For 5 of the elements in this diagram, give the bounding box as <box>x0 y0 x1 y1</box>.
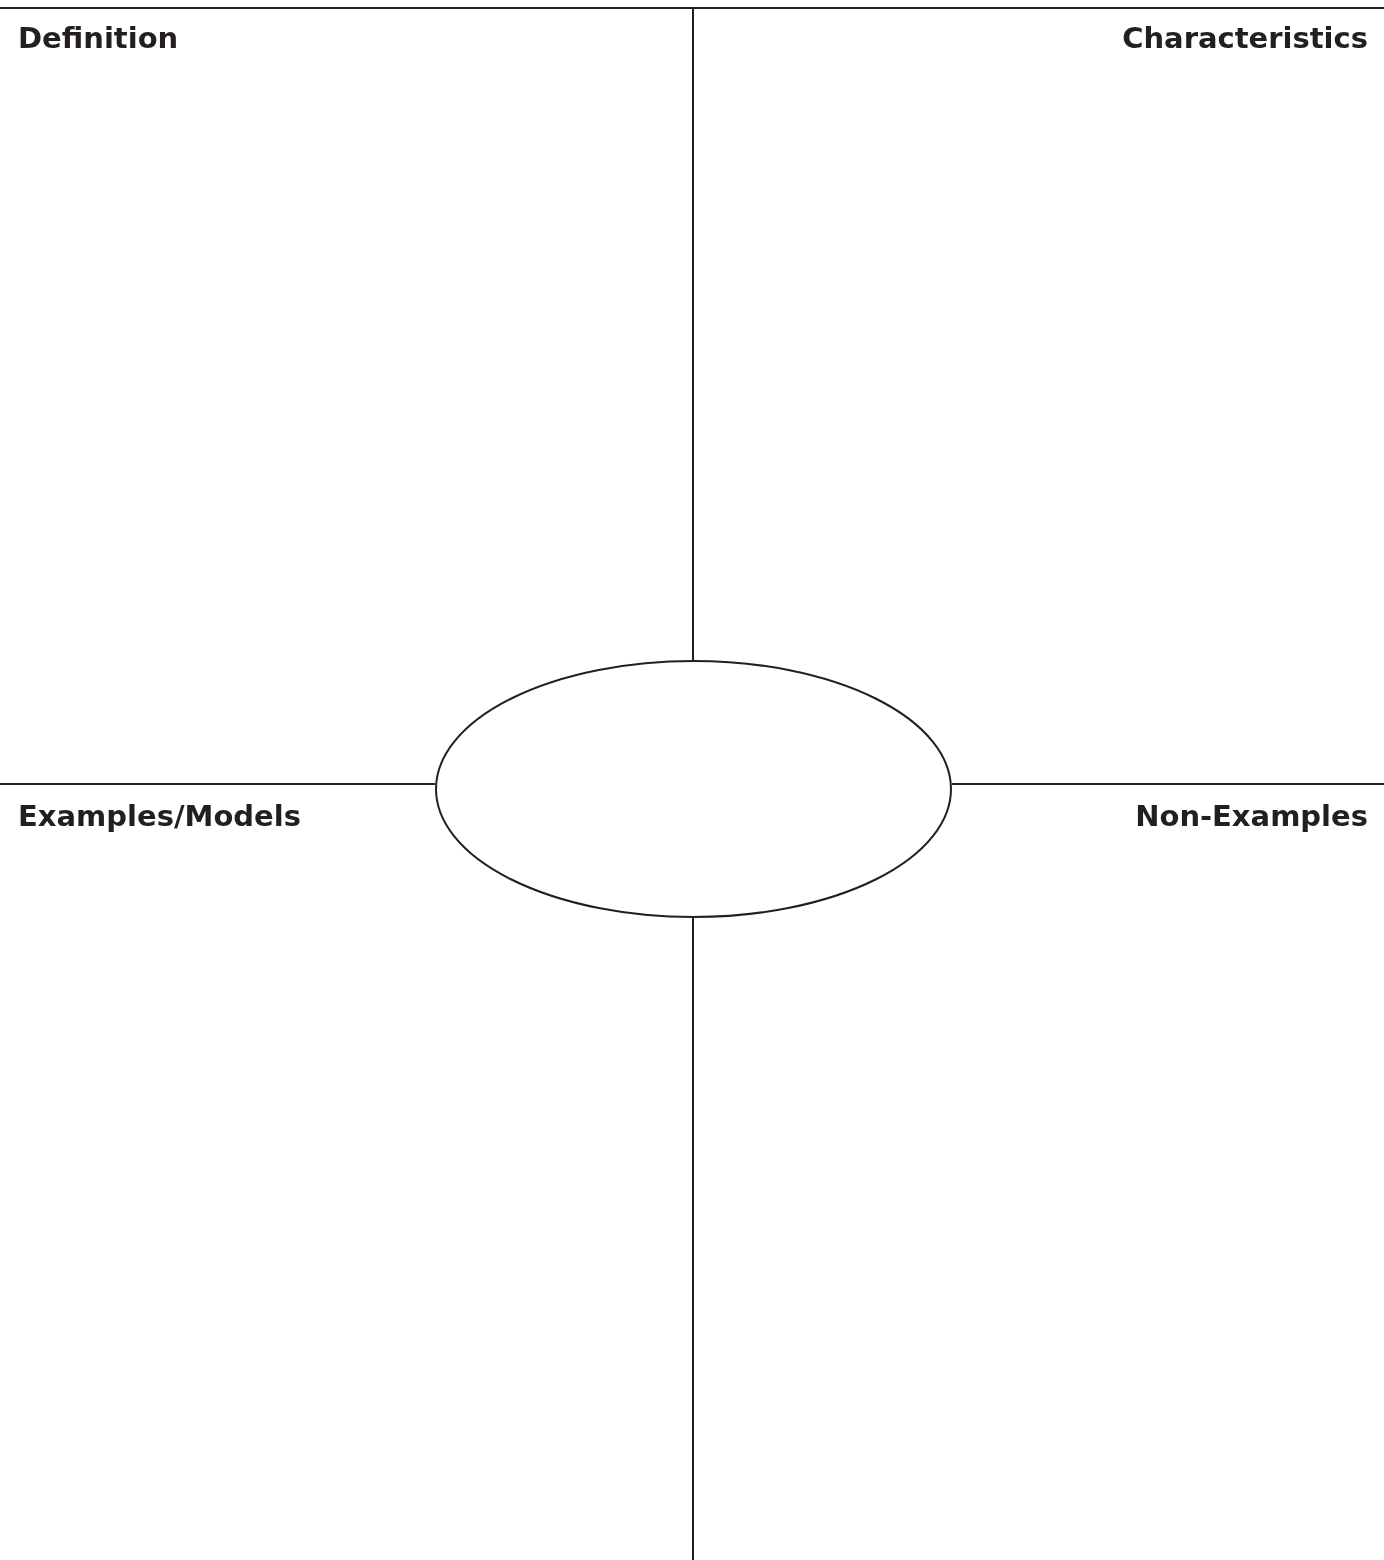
quadrant-heading: Non-Examples <box>1135 798 1368 834</box>
quadrant-heading: Examples/Models <box>18 798 301 834</box>
center-oval <box>435 660 952 918</box>
quadrant-heading: Characteristics <box>1122 20 1368 56</box>
quadrant-heading: Definition <box>18 20 179 56</box>
